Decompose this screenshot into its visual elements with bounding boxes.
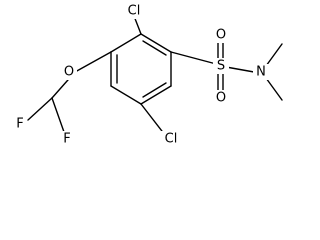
bond-ch-f-right — [51, 97, 65, 133]
atom-label-s: S — [217, 59, 225, 74]
bond-c2-s — [170, 51, 221, 66]
atom-label-cl-bottom: Cl — [165, 132, 178, 147]
atom-labels: Cl Cl O F F S O O N — [13, 3, 269, 147]
bond-c6-o-ether — [74, 51, 112, 73]
ring-bond-c3-c4 — [140, 85, 172, 105]
ring-bond-c1-c2-inner — [142, 40, 167, 56]
atom-label-o-sulfonyl-top: O — [216, 28, 226, 43]
atom-label-n: N — [256, 65, 266, 80]
bond-s-n — [225, 66, 255, 73]
atom-label-o-sulfonyl-bottom: O — [216, 91, 226, 106]
atom-label-f-left: F — [16, 117, 23, 132]
molecule-diagram: Cl Cl O F F S O O N — [13, 3, 283, 147]
atom-label-o-ether: O — [64, 65, 74, 80]
ring-bond-c1-c2 — [140, 33, 172, 53]
ring-bond-c6-c1 — [110, 33, 142, 53]
substituent-bonds — [27, 15, 283, 136]
bond-c4-cl-bottom — [140, 103, 166, 136]
atom-label-cl-top: Cl — [128, 4, 141, 19]
atom-label-f-right: F — [63, 132, 70, 147]
bond-n-methyl-bottom — [265, 77, 283, 101]
bond-n-methyl-top — [265, 43, 283, 67]
ring-bond-c3-c4-inner — [142, 82, 167, 98]
bond-ch-f-left — [27, 97, 53, 121]
benzene-ring — [110, 33, 172, 105]
ring-bond-c4-c5 — [110, 85, 142, 105]
